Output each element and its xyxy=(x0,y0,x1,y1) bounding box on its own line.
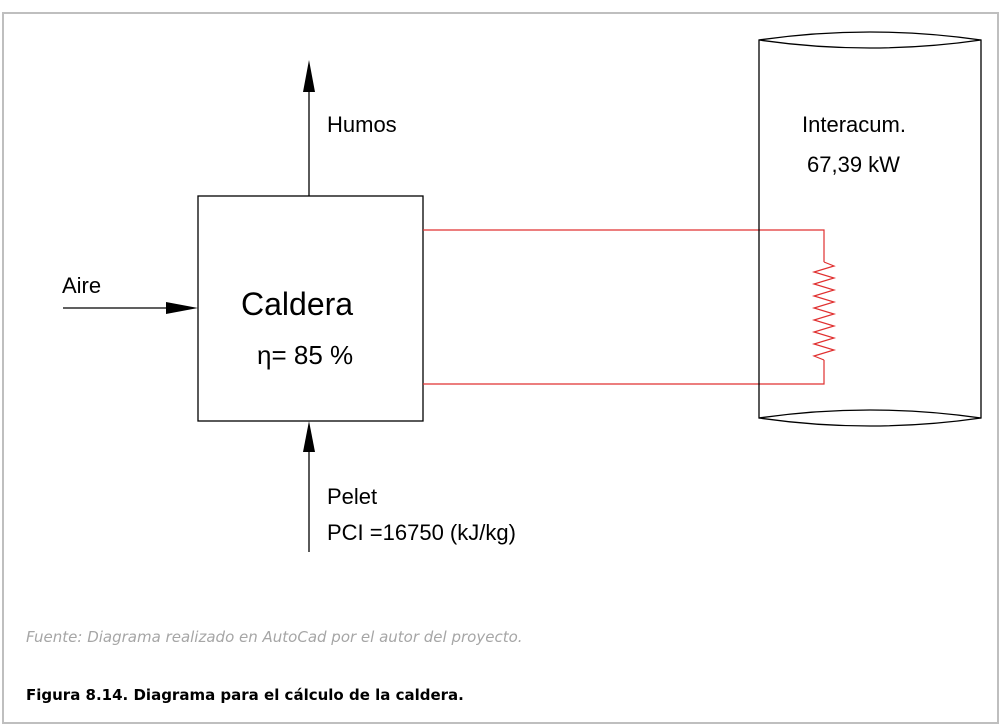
aire-label: Aire xyxy=(62,273,101,298)
tank-power: 67,39 kW xyxy=(807,152,900,177)
tank-name: Interacum. xyxy=(802,112,906,137)
tank-top-rim xyxy=(758,39,982,49)
humos-arrowhead xyxy=(303,60,315,92)
heating-coil xyxy=(811,261,837,361)
boiler-efficiency: η= 85 % xyxy=(257,340,353,370)
heating-return-pipe xyxy=(423,360,825,385)
humos-label: Humos xyxy=(327,112,397,137)
pelet-arrowhead xyxy=(303,421,315,452)
boiler-name: Caldera xyxy=(241,286,353,322)
figure-frame xyxy=(2,12,999,724)
heating-supply-pipe xyxy=(423,229,825,262)
pelet-label: Pelet xyxy=(327,484,377,509)
boiler-box xyxy=(197,195,424,422)
tank-outline xyxy=(758,31,982,427)
figure-caption: Figura 8.14. Diagrama para el cálculo de… xyxy=(26,686,464,704)
source-caption: Fuente: Diagrama realizado en AutoCad po… xyxy=(26,628,523,646)
pci-label: PCI =16750 (kJ/kg) xyxy=(327,520,516,545)
tank-bottom-rim xyxy=(758,409,982,419)
aire-arrowhead xyxy=(166,302,198,314)
